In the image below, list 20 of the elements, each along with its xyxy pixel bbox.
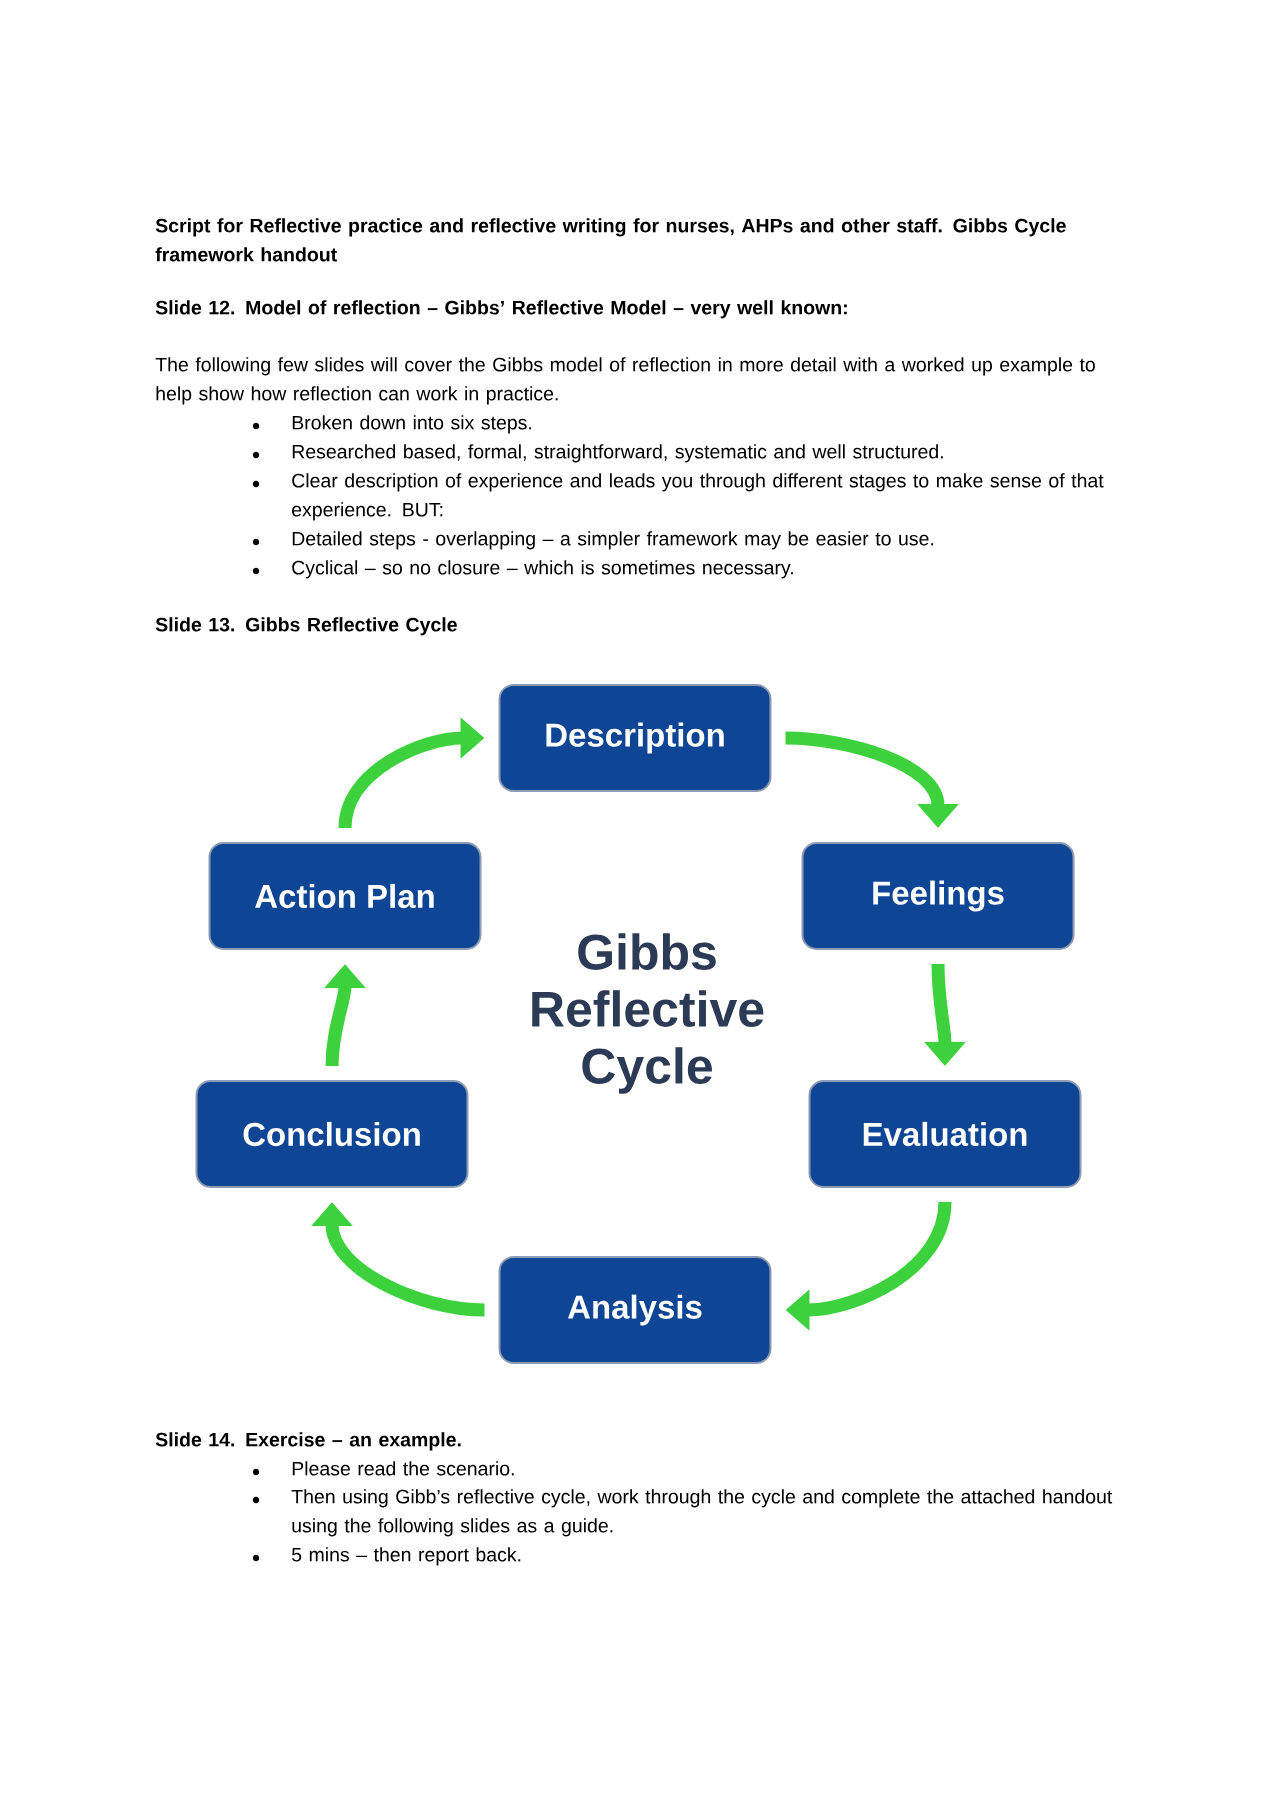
bullet-item: Please read the scenario. [292,1461,514,1476]
bullet-item: Clear description of experience and leads you through different stages to make sense of that experience. BUT: [292,473,1104,521]
step-box: Analysis [498,1256,772,1364]
bullet-item: Detailed steps - overlapping – a simpler framework may be easier to use. [292,531,934,550]
step-box: Conclusion [195,1080,469,1188]
step-box: Description [498,684,772,792]
section-heading: Slide 13. Gibbs Reflective Cycle [155,617,457,636]
step-box: Feelings [801,842,1075,950]
step-box: Action Plan [208,842,482,950]
step-box: Evaluation [808,1080,1082,1188]
bullet-item: Then using Gibb’s reflective cycle, work through the cycle and complete the attached handout using the following slides as a guide. [291,1489,1113,1537]
section-heading: Slide 12. Model of reflection – Gibbs’ Reflective Model – very well known: [155,300,847,319]
bullet-item: Cyclical – so no closure – which is sometimes necessary. [292,560,793,579]
paragraph: The following few slides will cover the Gibbs model of reflection in more detail with a worked up example to help show how reflection can work in practice. [155,357,1095,405]
title: Script for Reflective practice and reflective writing for nurses, AHPs and other staff. Gibbs Cycle framework handout [155,218,1066,262]
section-heading: Slide 14. Exercise – an example. [155,1432,461,1451]
bullet-item: Broken down into six steps. [292,415,532,434]
bullet-item: Researched based, formal, straightforward, systematic and well structured. [292,444,943,463]
cycle-title: Gibbs Reflective Cycle [532,933,764,1094]
bullet-item: 5 mins – then report back. [292,1547,521,1566]
